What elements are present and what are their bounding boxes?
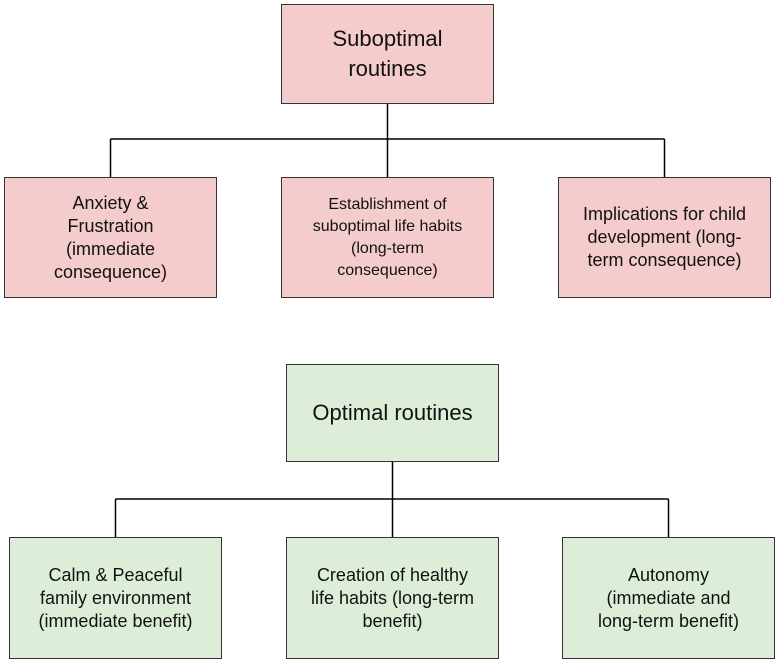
- anxiety-frustration-label: Anxiety & Frustration (immediate consequ…: [53, 192, 168, 282]
- calm-peaceful-node: Calm & Peaceful family environment (imme…: [9, 537, 222, 659]
- healthy-life-habits-label: Creation of healthy life habits (long-te…: [310, 564, 475, 631]
- calm-peaceful-label: Calm & Peaceful family environment (imme…: [38, 564, 193, 631]
- suboptimal-life-habits-node: Establishment of suboptimal life habits …: [281, 177, 494, 298]
- healthy-life-habits-node: Creation of healthy life habits (long-te…: [286, 537, 499, 659]
- autonomy-node: Autonomy (immediate and long-term benefi…: [562, 537, 775, 659]
- autonomy-label: Autonomy (immediate and long-term benefi…: [597, 564, 740, 631]
- suboptimal-routines-label: Suboptimal routines: [332, 26, 443, 81]
- suboptimal-life-habits-label: Establishment of suboptimal life habits …: [312, 195, 463, 279]
- optimal-routines-label: Optimal routines: [312, 400, 473, 425]
- optimal-routines-node: Optimal routines: [286, 364, 499, 462]
- child-development-label: Implications for child development (long…: [582, 204, 747, 270]
- suboptimal-routines-node: Suboptimal routines: [281, 4, 494, 104]
- child-development-node: Implications for child development (long…: [558, 177, 771, 298]
- anxiety-frustration-node: Anxiety & Frustration (immediate consequ…: [4, 177, 217, 298]
